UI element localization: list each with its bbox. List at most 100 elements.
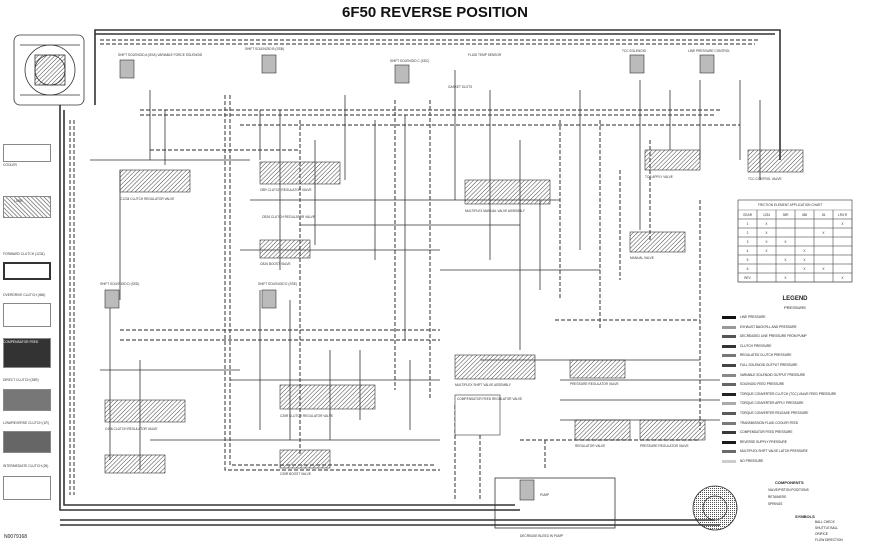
label-c35r: C35R CLUTCH REGULATOR VALVE xyxy=(280,414,333,418)
solenoid-b xyxy=(261,54,277,74)
symbols-title: SYMBOLS xyxy=(795,514,815,519)
legend-label: DECREASED LINE PRESSURE FROM PUMP xyxy=(740,334,807,339)
legend-swatch xyxy=(722,383,736,387)
components-legend-item: SPRINGS xyxy=(768,502,783,506)
label-shift-solenoid-c: SHIFT SOLENOID C (SSC) xyxy=(390,59,429,63)
intermediate-clutch-box xyxy=(3,476,51,500)
pressure-regulator-valve xyxy=(639,419,706,441)
legend-item: COMPENSATOR FEED PRESSURE xyxy=(722,429,867,436)
legend-swatch xyxy=(722,402,736,406)
legend-item: TORQUE CONVERTER APPLY PRESSURE xyxy=(722,400,867,407)
c35r-regulator-valve xyxy=(279,384,376,410)
friction-table-value: 4 xyxy=(747,249,749,253)
label-manual: MANUAL VALVE xyxy=(630,256,654,260)
label-line-pressure-control: LINE PRESSURE CONTROL xyxy=(688,49,730,53)
label-pump: PUMP xyxy=(540,493,549,497)
friction-table-value: X xyxy=(803,258,806,262)
symbols-legend-item: BALL CHECK xyxy=(815,520,835,524)
legend-item: CLUTCH PRESSURE xyxy=(722,343,867,350)
friction-table-value: X xyxy=(784,240,787,244)
label-pressure-control: PRESSURE REGULATOR VALVE xyxy=(570,382,619,386)
side-label-direct: DIRECT CLUTCH (35R) xyxy=(3,378,39,382)
label-pressure-regulator: PRESSURE REGULATOR VALVE xyxy=(640,444,689,448)
friction-table-cell xyxy=(756,263,777,274)
cbr-regulator-valve xyxy=(259,161,341,185)
friction-table-cell xyxy=(756,254,777,265)
legend-label: CLUTCH PRESSURE xyxy=(740,343,772,348)
c35r-boost-valve xyxy=(279,449,331,469)
label-fluid-temp: FLUID TEMP SENSOR xyxy=(468,53,502,57)
friction-table-cell xyxy=(775,263,796,274)
label-gasket-slots: GASKET SLOTS xyxy=(448,85,472,89)
compensator-feed-box xyxy=(454,394,501,436)
legend-label: TORQUE CONVERTER APPLY PRESSURE xyxy=(740,401,804,406)
friction-table-header: 456 xyxy=(802,213,808,217)
cb26-boost-valve xyxy=(259,239,311,259)
friction-table-cell xyxy=(813,272,834,283)
side-label-low-reverse: LOW/REVERSE CLUTCH (1R) xyxy=(3,421,49,425)
friction-table-cell xyxy=(794,236,815,247)
legend-swatch xyxy=(722,450,736,454)
label-shift-solenoid-a: SHIFT SOLENOID A (SSA) VARIABLE FORCE SO… xyxy=(118,53,203,57)
label-c1234: C1234 CLUTCH REGULATOR VALVE xyxy=(120,197,174,201)
friction-table-cell xyxy=(775,218,796,229)
label-cb26-reg: CB26 CLUTCH REGULATOR VALVE xyxy=(262,215,315,219)
label-cbr: CBR CLUTCH REGULATOR VALVE xyxy=(260,188,312,192)
friction-table-header: 35R xyxy=(783,213,790,217)
legend-swatch xyxy=(722,440,736,444)
label-shift-solenoid-b: SHIFT SOLENOID B (SSB) xyxy=(245,47,284,51)
legend-item: SOLENOID FEED PRESSURE xyxy=(722,381,867,388)
friction-table-header: 1234 xyxy=(763,213,770,217)
friction-table-header: 26 xyxy=(822,213,826,217)
legend-item: FULL SOLENOID OUTPUT PRESSURE xyxy=(722,362,867,369)
friction-table-cell xyxy=(832,227,853,238)
multiplex-shift-valve xyxy=(454,354,536,380)
legend-item: NO PRESSURE xyxy=(722,458,867,465)
friction-table-value: X xyxy=(822,267,825,271)
friction-table-cell xyxy=(775,245,796,256)
friction-table-cell xyxy=(832,272,853,283)
friction-table-value: X xyxy=(803,249,806,253)
label-c35r-boost: C35R BOOST VALVE xyxy=(280,472,311,476)
legend-item: DECREASED LINE PRESSURE FROM PUMP xyxy=(722,333,867,340)
pump-assembly xyxy=(494,477,738,531)
label-tcc-control: TCC CONTROL VALVE xyxy=(748,177,782,181)
legend-item: REGULATED CLUTCH PRESSURE xyxy=(722,352,867,359)
label-tcc-solenoid: TCC SOLENOID xyxy=(622,49,647,53)
lube-box xyxy=(3,196,51,218)
legend-swatch xyxy=(722,364,736,367)
legend-label: FULL SOLENOID OUTPUT PRESSURE xyxy=(740,363,798,367)
label-c456: C456 CLUTCH REGULATOR VALVE xyxy=(105,427,158,431)
friction-table-value: 1 xyxy=(747,222,749,226)
legend-swatch xyxy=(722,431,736,435)
legend-item: MULTIPLEX SHIFT VALVE LATCH PRESSURE xyxy=(722,448,867,455)
symbols-legend-item: ORIFICE xyxy=(815,532,828,536)
page-title: 6F50 REVERSE POSITION xyxy=(342,4,528,21)
friction-table-value: X xyxy=(822,231,825,235)
legend-swatch xyxy=(722,392,736,396)
friction-table-value: X xyxy=(784,258,787,262)
side-label-forward: FORWARD CLUTCH (1234) xyxy=(3,252,45,256)
legend-swatch xyxy=(722,344,736,348)
friction-table-cell xyxy=(775,227,796,238)
friction-table-value: X xyxy=(841,276,844,280)
label-compensator: COMPENSATOR FEED REGULATOR VALVE xyxy=(457,397,522,401)
side-label-overdrive: OVERDRIVE CLUTCH (456) xyxy=(3,293,46,297)
friction-table-value: REV xyxy=(744,276,751,280)
friction-table-cell xyxy=(832,245,853,256)
legend-swatch xyxy=(722,316,736,319)
legend-swatch xyxy=(722,421,736,425)
friction-table-cell xyxy=(813,236,834,247)
overdrive-clutch-box xyxy=(3,303,51,327)
friction-table-value: X xyxy=(784,276,787,280)
solenoid-a xyxy=(119,59,135,79)
legend-swatch xyxy=(722,412,736,415)
solenoid-tcc xyxy=(629,54,645,74)
solenoid-e xyxy=(261,289,277,309)
friction-table-value: X xyxy=(765,249,768,253)
components-title: COMPONENTS xyxy=(775,480,804,485)
legend-label: REGULATED CLUTCH PRESSURE xyxy=(740,353,792,358)
tcc-apply-valve xyxy=(644,149,701,171)
